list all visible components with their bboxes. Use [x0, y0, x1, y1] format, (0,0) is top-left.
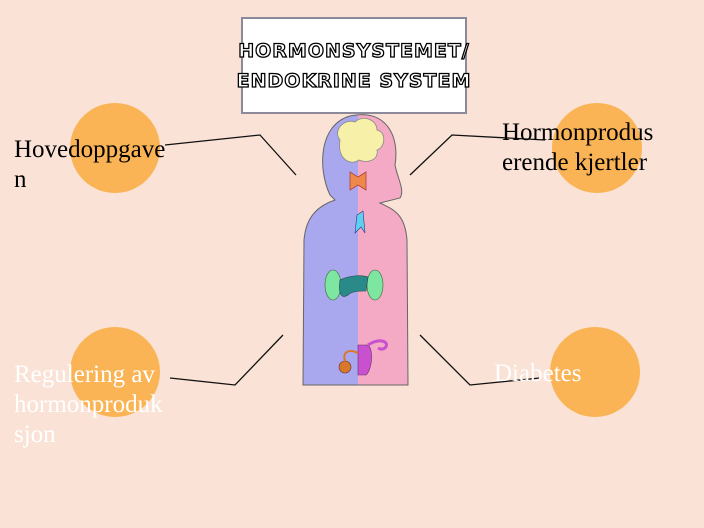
connector-lines [164, 134, 546, 386]
title-box[interactable]: HORMONSYSTEMET/ ENDOKRINE SYSTEM [236, 17, 471, 114]
pancreas-icon [339, 275, 369, 297]
topic-circle-kjertler[interactable] [552, 103, 642, 193]
testis-icon [338, 360, 352, 374]
topic-label-hovedoppgave[interactable]: Hovedoppgave n [14, 136, 166, 193]
title-line-2: ENDOKRINE SYSTEM [236, 69, 472, 92]
topic-circle-diabetes[interactable] [550, 327, 640, 417]
topic-circle-regulering[interactable] [70, 327, 160, 417]
topic-label-regulering[interactable]: Regulering av hormonproduk sjon [14, 361, 163, 448]
thymus-icon [354, 210, 366, 234]
brain-icon [337, 117, 385, 163]
topic-label-kjertler[interactable]: Hormonprodus erende kjertler [502, 119, 654, 176]
kidney-left-icon [324, 269, 342, 301]
topic-circle-hovedoppgave[interactable] [70, 103, 160, 193]
topic-label-diabetes[interactable]: Diabetes [494, 360, 582, 387]
kidney-right-icon [366, 269, 384, 301]
thyroid-icon [349, 171, 367, 191]
title-line-1: HORMONSYSTEMET/ [238, 39, 470, 62]
